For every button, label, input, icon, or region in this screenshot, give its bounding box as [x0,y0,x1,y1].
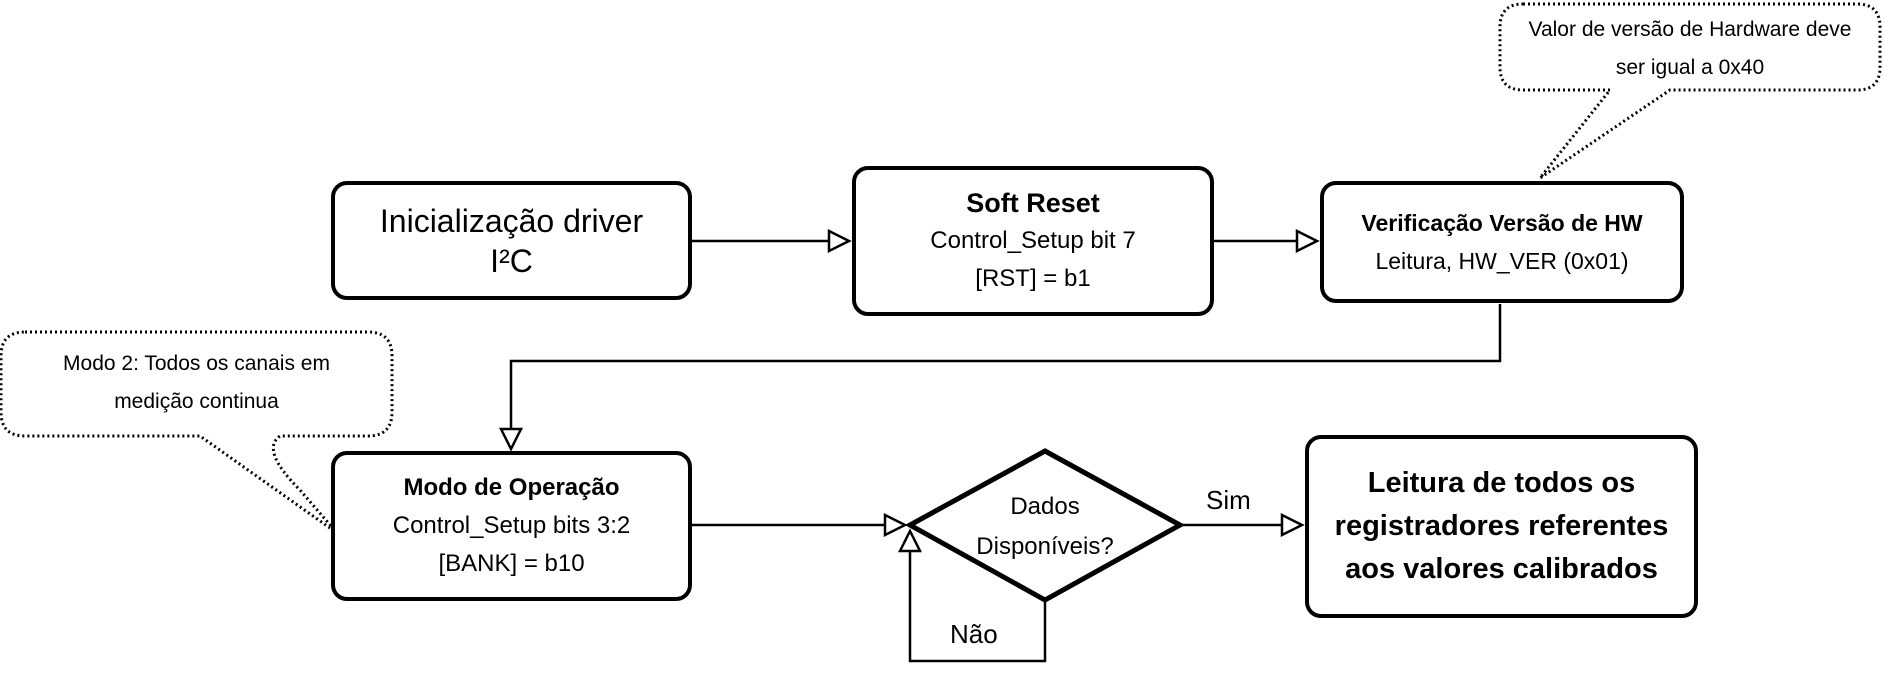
node-i2c-init: Inicialização driver I²C [331,181,692,300]
node-title: Soft Reset [966,188,1100,218]
arrowhead [1295,228,1320,254]
decision-diamond [904,448,1186,603]
callout-mode-shape [0,330,394,535]
node-line: registradores referentes [1334,510,1669,542]
callout-hw-version: Valor de versão de Hardware deve ser igu… [1500,8,1880,90]
node-line: Leitura de todos os [1367,467,1636,499]
arrow-hw-to-mode [509,304,1502,429]
arrowhead [883,512,908,538]
arrowhead [897,528,923,553]
arrowhead [827,228,852,254]
node-line: Inicialização driver [379,202,644,239]
node-line: [RST] = b1 [975,265,1091,292]
arrowhead [1280,512,1305,538]
decision-line: Disponíveis? [976,533,1114,560]
node-line: [BANK] = b10 [438,550,585,577]
node-operation-mode: Modo de Operação Control_Setup bits 3:2 … [331,451,692,601]
node-line: Control_Setup bit 7 [930,227,1136,254]
node-line: I²C [490,242,533,279]
edge-label-yes: Sim [1206,485,1251,515]
callout-line: Valor de versão de Hardware deve [1528,18,1852,41]
arrowhead [498,427,524,452]
decision-line: Dados [1010,493,1080,520]
callout-line: Modo 2: Todos os canais em [63,352,330,375]
node-title: Modo de Operação [403,474,620,501]
node-line: Control_Setup bits 3:2 [392,512,631,539]
arrow-decision-loop [908,551,1047,663]
callout-hw-shape [1498,2,1882,180]
node-hw-version-check: Verificação Versão de HW Leitura, HW_VER… [1320,181,1684,303]
decision-data-available: Dados Disponíveis? [945,482,1145,572]
node-soft-reset: Soft Reset Control_Setup bit 7 [RST] = b… [852,166,1214,316]
callout-line: ser igual a 0x40 [1615,56,1765,79]
node-line: Leitura, HW_VER (0x01) [1375,248,1629,274]
node-read-calibrated-registers: Leitura de todos os registradores refere… [1305,435,1698,618]
edge-label-no: Não [950,619,998,649]
callout-operation-mode: Modo 2: Todos os canais em medição conti… [1,333,392,433]
node-title: Verificação Versão de HW [1361,210,1643,236]
node-line: aos valores calibrados [1345,553,1658,585]
callout-line: medição continua [114,390,279,413]
